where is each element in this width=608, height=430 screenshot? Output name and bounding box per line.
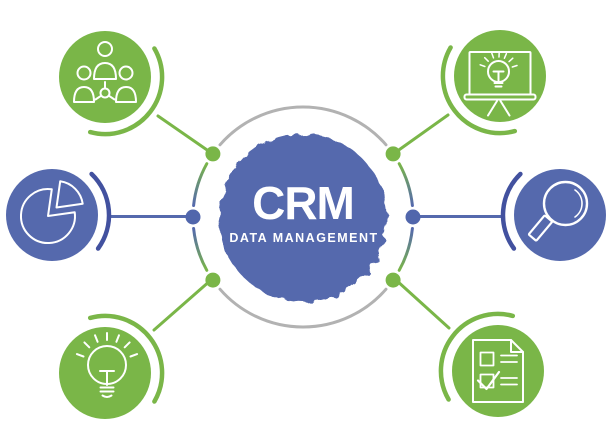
swoosh-top-right bbox=[440, 45, 518, 136]
swoosh-right bbox=[500, 171, 523, 251]
presentation-circle bbox=[454, 30, 546, 122]
swoosh-bottom-right bbox=[438, 311, 516, 402]
node-pie-chart bbox=[6, 169, 98, 261]
ring-arc-bottom bbox=[218, 287, 388, 329]
ring-arc-top bbox=[218, 105, 388, 147]
ring-arc-right-lower bbox=[397, 227, 414, 272]
lightbulb-rays bbox=[75, 332, 139, 358]
presentation-bulb-rays bbox=[479, 51, 518, 68]
node-swooshes bbox=[87, 45, 523, 404]
swoosh-left bbox=[89, 171, 112, 251]
checklist-document-icon bbox=[472, 339, 524, 403]
dot-bottom-right bbox=[385, 272, 401, 288]
checklist-circle bbox=[452, 325, 544, 417]
hub-node: CRM DATA MANAGEMENT bbox=[219, 134, 387, 302]
team-org-icon bbox=[73, 41, 137, 103]
dot-bottom-left bbox=[205, 272, 221, 288]
dot-right bbox=[405, 209, 421, 225]
dot-top-right bbox=[385, 146, 401, 162]
node-idea bbox=[59, 327, 151, 419]
idea-circle bbox=[59, 327, 151, 419]
ring-arc-left-lower bbox=[192, 227, 209, 272]
node-checklist bbox=[452, 325, 544, 417]
ring-arc-left-upper bbox=[192, 162, 209, 207]
magnifier-icon bbox=[527, 180, 589, 242]
hub-title: CRM bbox=[252, 177, 354, 229]
lightbulb-icon bbox=[87, 345, 127, 398]
connector-bottom-right bbox=[394, 278, 451, 330]
team-circle bbox=[59, 31, 151, 123]
dot-left bbox=[185, 209, 201, 225]
ring-dots bbox=[185, 146, 421, 288]
connector-top-right bbox=[394, 113, 450, 154]
node-presentation bbox=[454, 30, 546, 122]
ring-arc-right-upper bbox=[397, 162, 414, 207]
connector-bottom-left bbox=[152, 278, 213, 332]
swoosh-top-left bbox=[87, 46, 165, 137]
orbit-ring bbox=[192, 105, 414, 329]
connector-top-left bbox=[156, 114, 212, 154]
hub-jagged-circle bbox=[219, 134, 387, 302]
pie-chart-icon bbox=[19, 180, 84, 245]
node-team bbox=[59, 31, 151, 123]
hub-subtitle: DATA MANAGEMENT bbox=[229, 231, 378, 245]
connector-lines bbox=[108, 113, 504, 332]
dot-top-left bbox=[205, 146, 221, 162]
presentation-lightbulb-icon bbox=[463, 51, 537, 117]
swoosh-bottom-left bbox=[87, 313, 165, 404]
node-search bbox=[514, 169, 606, 261]
